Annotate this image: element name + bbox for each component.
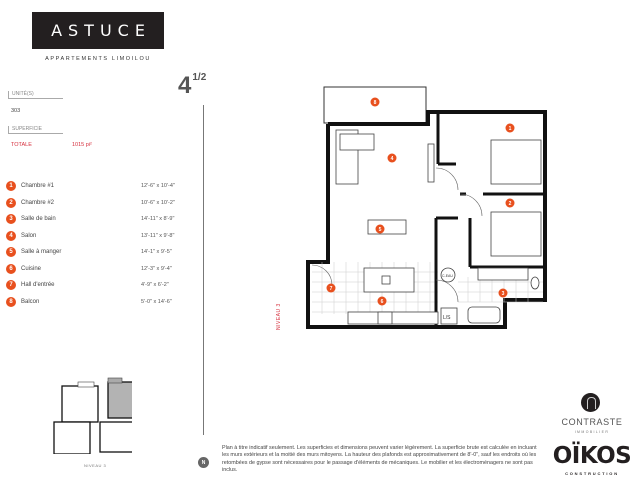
brand-logo: ASTUCE	[32, 12, 164, 49]
unit-type-fraction: 1/2	[192, 72, 207, 83]
room-item: 1 Chambre #1 12'-6" x 10'-4"	[6, 178, 196, 195]
plan-badge: 7	[330, 286, 333, 292]
north-icon: N	[198, 457, 209, 468]
plan-badge: 8	[374, 100, 377, 106]
plan-badge: 3	[502, 291, 505, 297]
key-plan-label: NIVEAU 3	[84, 463, 107, 468]
room-number-badge: 5	[6, 247, 16, 258]
room-name: Chambre #1	[21, 183, 55, 190]
brand-name: ASTUCE	[51, 21, 151, 40]
room-dimensions: 14'-11" x 8'-9"	[141, 216, 175, 223]
room-name: Salon	[21, 232, 37, 239]
room-item: 3 Salle de bain 14'-11" x 8'-9"	[6, 211, 196, 228]
room-dimensions: 12'-6" x 10'-4"	[141, 183, 175, 190]
room-number-badge: 8	[6, 296, 16, 307]
area-label: SUPERFICIE	[8, 126, 63, 134]
room-list: 1 Chambre #1 12'-6" x 10'-4" 2 Chambre #2 10…	[6, 178, 196, 310]
room-number-badge: 2	[6, 197, 16, 208]
unit-type: 41/2	[178, 72, 206, 100]
plan-badge: 4	[391, 156, 394, 162]
room-number-badge: 7	[6, 280, 16, 291]
room-item: 4 Salon 13'-11" x 9'-8"	[6, 228, 196, 245]
brand-subtitle: APPARTEMENTS LIMOILOU	[45, 56, 151, 62]
plan-badge: 6	[381, 299, 384, 305]
room-name: Hall d'entrée	[21, 282, 55, 289]
floor-plan: L/S C-EAU 8 1 4 5 2 7 6 3	[298, 82, 558, 332]
divider-line	[203, 105, 204, 435]
plan-badge: 5	[379, 227, 382, 233]
plan-level-label: NIVEAU 3	[276, 303, 282, 330]
room-name: Balcon	[21, 298, 40, 305]
unit-value: 303	[11, 108, 21, 114]
plan-badge: 1	[509, 126, 512, 132]
disclaimer: Plan à titre indicatif seulement. Les su…	[222, 445, 537, 473]
plan-badge: 2	[509, 201, 512, 207]
oikos-logo: OÏKOS	[552, 443, 632, 469]
room-item: 6 Cuisine 12'-3" x 9'-4"	[6, 261, 196, 278]
room-number-badge: 4	[6, 230, 16, 241]
room-dimensions: 10'-6" x 10'-2"	[141, 199, 175, 206]
room-dimensions: 12'-3" x 9'-4"	[141, 265, 172, 272]
area-total-label: TOTALE	[11, 142, 32, 148]
area-total-value: 1015 pi²	[72, 142, 92, 148]
oikos-sub: CONSTRUCTION	[565, 471, 619, 476]
unit-type-main: 4	[178, 72, 192, 99]
room-item: 8 Balcon 5'-0" x 14'-6"	[6, 294, 196, 311]
room-dimensions: 13'-11" x 9'-8"	[141, 232, 175, 239]
room-name: Salle de bain	[21, 216, 56, 223]
contraste-sub: IMMOBILIER	[574, 430, 610, 434]
room-number-badge: 1	[6, 181, 16, 192]
room-dimensions: 5'-0" x 14'-6"	[141, 298, 172, 305]
water-heater-label: C-EAU	[442, 274, 453, 278]
room-name: Salle à manger	[21, 249, 62, 256]
floor-plan-drawing: L/S C-EAU 8 1 4 5 2 7 6 3	[306, 86, 547, 329]
unit-label: UNITÉ(S)	[8, 91, 63, 99]
room-name: Chambre #2	[21, 199, 55, 206]
room-item: 5 Salle à manger 14'-1" x 9'-5"	[6, 244, 196, 261]
room-item: 2 Chambre #2 10'-6" x 10'-2"	[6, 195, 196, 212]
room-dimensions: 14'-1" x 9'-5"	[141, 249, 172, 256]
room-name: Cuisine	[21, 265, 42, 272]
room-item: 7 Hall d'entrée 4'-9" x 6'-2"	[6, 277, 196, 294]
contraste-logo-icon	[581, 393, 600, 412]
key-plan	[52, 374, 139, 455]
laundry-label: L/S	[443, 315, 451, 321]
room-number-badge: 3	[6, 214, 16, 225]
room-number-badge: 6	[6, 263, 16, 274]
contraste-name: CONTRASTE	[561, 417, 623, 427]
room-dimensions: 4'-9" x 6'-2"	[141, 282, 169, 289]
